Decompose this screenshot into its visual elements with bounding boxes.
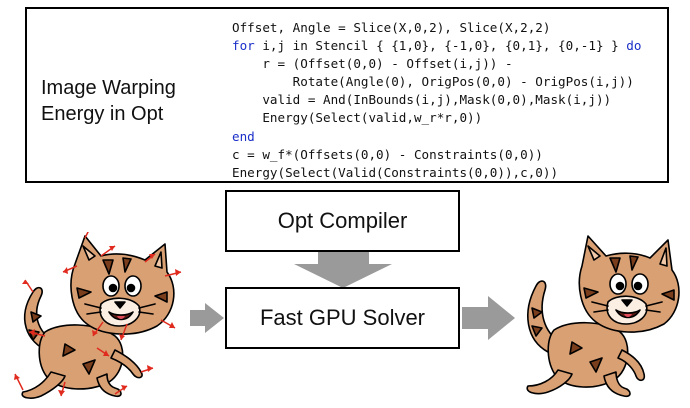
code-keyword: end bbox=[232, 128, 255, 144]
code-line: end bbox=[232, 128, 641, 146]
code-text: r = (Offset(0,0) - Offset(i,j)) - bbox=[232, 56, 513, 72]
output-arrow-shape bbox=[462, 296, 515, 340]
code-text: Rotate(Angle(0), OrigPos(0,0) - OrigPos(… bbox=[232, 74, 634, 90]
code-text: Energy(Select(Valid(Constraints(0,0)),c,… bbox=[232, 164, 559, 180]
code-line: for i,j in Stencil { {1,0}, {-1,0}, {0,1… bbox=[232, 37, 641, 55]
output-cat-image bbox=[526, 235, 680, 398]
code-line: valid = And(InBounds(i,j),Mask(0,0),Mask… bbox=[232, 91, 641, 109]
energy-title-line-2: Energy in Opt bbox=[41, 103, 164, 125]
input-cat-image bbox=[14, 232, 182, 399]
code-line: r = (Offset(0,0) - Offset(i,j)) - bbox=[232, 55, 641, 73]
opt-compiler-box: Opt Compiler bbox=[225, 190, 460, 252]
compile-arrow-shape bbox=[294, 252, 392, 288]
output-cat-drawing bbox=[526, 235, 680, 398]
code-line: Energy(Select(valid,w_r*r,0)) bbox=[232, 109, 641, 127]
code-text: i,j in Stencil { {1,0}, {-1,0}, {0,1}, {… bbox=[254, 38, 627, 54]
input-cat-drawing bbox=[21, 235, 175, 399]
opt-compiler-label: Opt Compiler bbox=[277, 208, 408, 233]
code-line: Rotate(Angle(0), OrigPos(0,0) - OrigPos(… bbox=[232, 73, 641, 91]
gpu-solver-box: Fast GPU Solver bbox=[225, 287, 460, 349]
code-text: Energy(Select(valid,w_r*r,0)) bbox=[232, 110, 483, 126]
energy-code-panel: Image Warping Energy in Opt Offset, Angl… bbox=[25, 7, 669, 183]
code-keyword: for bbox=[232, 38, 255, 54]
code-text: c = w_f*(Offsets(0,0) - Constraints(0,0)… bbox=[232, 146, 543, 162]
code-line: Energy(Select(Valid(Constraints(0,0)),c,… bbox=[232, 164, 641, 182]
code-text: valid = And(InBounds(i,j),Mask(0,0),Mask… bbox=[232, 92, 612, 108]
code-line: c = w_f*(Offsets(0,0) - Constraints(0,0)… bbox=[232, 146, 641, 164]
code-text: Offset, Angle = Slice(X,0,2), Slice(X,2,… bbox=[232, 20, 551, 35]
input-arrow-shape bbox=[190, 303, 224, 333]
code-line: Offset, Angle = Slice(X,0,2), Slice(X,2,… bbox=[232, 19, 641, 37]
gpu-solver-label: Fast GPU Solver bbox=[259, 305, 426, 330]
energy-code-block: Offset, Angle = Slice(X,0,2), Slice(X,2,… bbox=[232, 19, 641, 182]
code-keyword: do bbox=[626, 38, 642, 54]
energy-title-line-1: Image Warping bbox=[41, 77, 176, 99]
constraint-arrows bbox=[14, 232, 182, 397]
energy-title: Image Warping Energy in Opt bbox=[41, 75, 176, 127]
